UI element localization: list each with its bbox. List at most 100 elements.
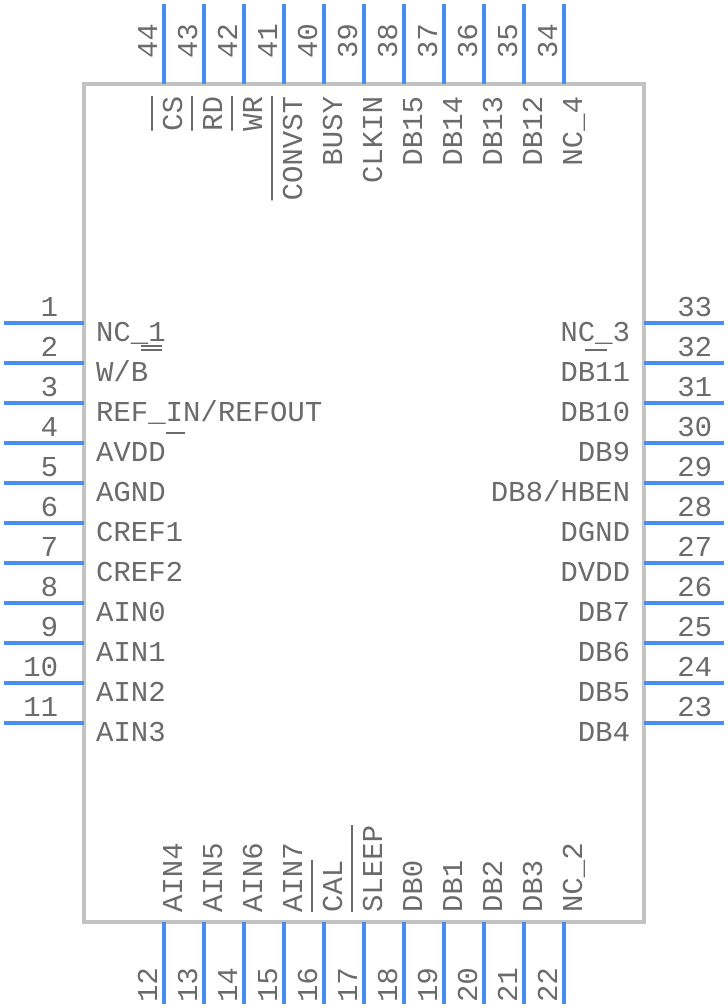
pin-number: 5 xyxy=(41,452,58,485)
pin-22-nc-2: 22 NC_2 xyxy=(533,842,591,1004)
pin-name: DB4 xyxy=(578,717,630,750)
pin-number: 39 xyxy=(333,23,366,58)
pin-number: 36 xyxy=(453,23,486,58)
ic-body xyxy=(82,82,646,924)
pin-number: 3 xyxy=(41,372,58,405)
pin-number: 14 xyxy=(213,967,246,1002)
pin-name: WR xyxy=(238,96,271,131)
pin-number: 1 xyxy=(41,292,58,325)
bottom-pin-group: 12AIN413AIN514AIN615AIN716CAL17SLEEP18DB… xyxy=(133,825,591,1004)
pin-number: 11 xyxy=(23,692,58,725)
pin-number: 23 xyxy=(677,692,712,725)
pin-number: 9 xyxy=(41,612,58,645)
pin-number: 37 xyxy=(413,23,446,58)
pin-number: 7 xyxy=(41,532,58,565)
pin-name: CAL xyxy=(318,860,351,912)
pin-number: 20 xyxy=(453,967,486,1002)
pin-15-ain7: 15 AIN7 xyxy=(253,842,311,1004)
pin-number: 17 xyxy=(333,967,366,1002)
pin-name: REF_IN/REFOUT xyxy=(96,397,322,430)
pin-name: AIN7 xyxy=(278,842,311,912)
pin-name: NC_4 xyxy=(558,96,591,166)
top-pin-group: 44CS43RD42WR41CONVST40BUSY39CLKIN38DB153… xyxy=(133,4,591,200)
pin-number: 16 xyxy=(293,967,326,1002)
pin-name: DB14 xyxy=(438,96,471,166)
pin-name: AIN1 xyxy=(96,637,166,670)
pin-number: 41 xyxy=(253,23,286,58)
pin-name: DB1 xyxy=(438,860,471,912)
pin-2-w-b: 2W/B xyxy=(4,332,148,390)
pin-name: CS xyxy=(158,96,191,131)
pin-name: DB13 xyxy=(478,96,511,166)
pin-name: AIN0 xyxy=(96,597,166,630)
pin-12-ain4: 12 AIN4 xyxy=(133,842,191,1004)
pin-name: AIN6 xyxy=(238,842,271,912)
pin-number: 2 xyxy=(41,332,58,365)
pin-number: 8 xyxy=(41,572,58,605)
pin-name: NC_2 xyxy=(558,842,591,912)
pin-name: DB5 xyxy=(578,677,630,710)
pin-name: NC_1 xyxy=(96,317,166,350)
pin-name: DVDD xyxy=(560,557,630,590)
pin-name: DB0 xyxy=(398,860,431,912)
pin-name: AIN3 xyxy=(96,717,166,750)
pin-1-nc-1: 1NC_1 xyxy=(4,292,166,350)
pin-number: 22 xyxy=(533,967,566,1002)
pin-number: 12 xyxy=(133,967,166,1002)
pin-number: 30 xyxy=(677,412,712,445)
pin-name: CREF1 xyxy=(96,517,183,550)
pin-name: AIN2 xyxy=(96,677,166,710)
pin-number: 15 xyxy=(253,967,286,1002)
pin-number: 38 xyxy=(373,23,406,58)
pin-number: 28 xyxy=(677,492,712,525)
pin-number: 4 xyxy=(41,412,58,445)
pin-name: DB7 xyxy=(578,597,630,630)
pin-number: 26 xyxy=(677,572,712,605)
pin-14-ain6: 14 AIN6 xyxy=(213,842,271,1004)
pin-name: DB8/HBEN xyxy=(491,477,630,510)
pin-number: 31 xyxy=(677,372,712,405)
pin-number: 42 xyxy=(213,23,246,58)
pin-name: DB6 xyxy=(578,637,630,670)
pin-number: 10 xyxy=(23,652,58,685)
pin-name: CLKIN xyxy=(358,96,391,183)
pin-name: CREF2 xyxy=(96,557,183,590)
pin-name: AVDD xyxy=(96,437,166,470)
pin-name: W/B xyxy=(96,357,148,390)
pin-number: 13 xyxy=(173,967,206,1002)
pin-number: 27 xyxy=(677,532,712,565)
pin-number: 44 xyxy=(133,23,166,58)
pin-number: 43 xyxy=(173,23,206,58)
pin-name: AIN4 xyxy=(158,842,191,912)
pin-number: 35 xyxy=(493,23,526,58)
left-pin-group: 1NC_12W/B3REF_IN/REFOUT4AVDD5AGND6CREF17… xyxy=(4,292,322,750)
